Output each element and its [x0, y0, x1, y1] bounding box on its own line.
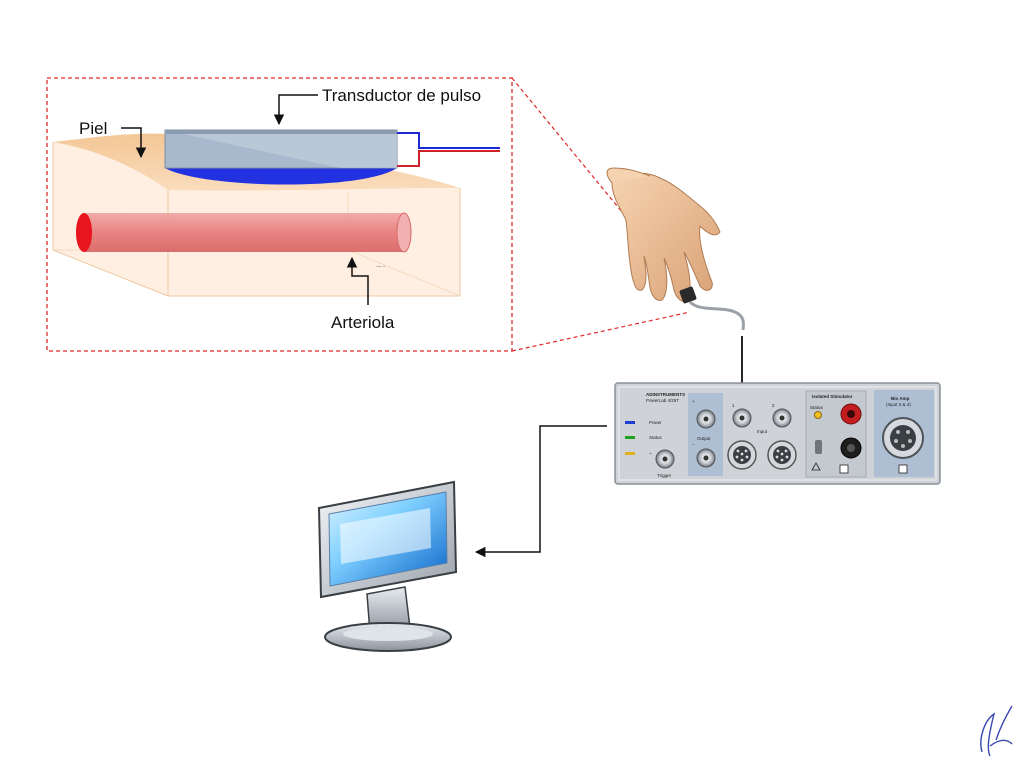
output-minus-sign: − [692, 442, 695, 447]
zoom-line-top [511, 77, 683, 286]
stimulator-title: Isolated Stimulator [812, 394, 853, 399]
hand-icon [606, 167, 721, 302]
input-label: Input [757, 429, 768, 434]
power-led [625, 421, 635, 424]
trigger-led [625, 452, 635, 455]
input-1-pod-connector[interactable] [727, 440, 757, 470]
input-2-number: 2 [772, 403, 775, 408]
monitor-icon [317, 480, 458, 652]
transducer-leader [273, 94, 318, 126]
stimulator-status-label: Status [810, 405, 824, 410]
power-led-label: Power [649, 420, 662, 425]
device-model: PowerLab 4/25T [646, 398, 679, 403]
bioamp-title: Bio Amp [891, 396, 910, 401]
input-2-pod-connector[interactable] [767, 440, 797, 470]
skin-label: Piel [79, 119, 107, 138]
status-led-label: Status [649, 435, 663, 440]
arteriole-leader [346, 256, 369, 305]
status-led [625, 436, 635, 439]
faint-watermark: ~~ ~ [376, 264, 386, 269]
output-plus-sign: + [692, 399, 695, 404]
arteriole-vessel [76, 212, 412, 253]
warning-icon [811, 462, 821, 471]
signature-icon [980, 705, 1013, 757]
trigger-label: Trigger [657, 473, 672, 478]
device-brand: ADINSTRUMENTS [646, 392, 685, 397]
zoom-line-bottom [511, 311, 691, 352]
powerlab-device: ADINSTRUMENTS PowerLab 4/25T Power Statu… [614, 382, 941, 485]
bioamp-ground-icon [898, 464, 908, 474]
skin-leader [121, 127, 147, 159]
pulse-transducer [164, 129, 500, 185]
bioamp-connector[interactable] [882, 417, 924, 459]
finger-sensor [679, 286, 745, 331]
stimulator-switch[interactable] [815, 440, 822, 454]
device-to-monitor-arrow [474, 425, 607, 558]
bioamp-subtitle: (Input 3 & 4) [886, 402, 911, 407]
arteriole-label: Arteriola [331, 313, 395, 332]
inset-frame [46, 77, 513, 352]
stimulator-status-led [814, 411, 822, 419]
output-label: Output [697, 436, 711, 441]
stimulator-ground-icon [839, 464, 849, 474]
input-1-number: 1 [732, 403, 735, 408]
transducer-label: Transductor de pulso [322, 86, 481, 105]
tilde-led-label: ~ [649, 451, 652, 456]
